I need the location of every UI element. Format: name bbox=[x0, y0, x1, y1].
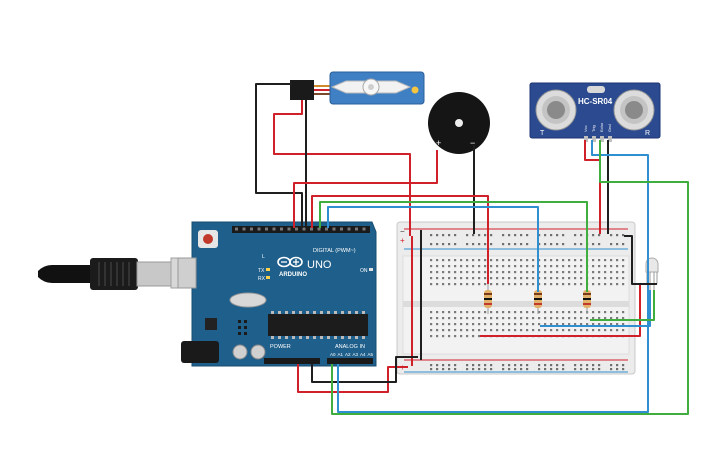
analog-pin-label-a3: A3 bbox=[353, 352, 359, 357]
usb-port bbox=[177, 257, 197, 289]
digital-header bbox=[232, 226, 370, 233]
on-label: ON bbox=[360, 268, 368, 274]
analog-pin-label-a4: A4 bbox=[360, 352, 366, 357]
arduino-board[interactable]: DIGITAL (PWM~) ARDUINO UNO TX RX L ON PO… bbox=[177, 221, 377, 367]
breadboard-center-channel bbox=[403, 301, 629, 307]
arduino-logo-icon bbox=[277, 256, 303, 268]
rx-led bbox=[266, 276, 270, 279]
top-rail-plus-label: + bbox=[400, 236, 405, 245]
tx-label: TX bbox=[258, 268, 265, 274]
wire-blue-d-pin[interactable] bbox=[327, 206, 539, 292]
icsp-header bbox=[238, 320, 247, 335]
sensor-pin-trig bbox=[592, 136, 596, 142]
voltage-regulator bbox=[205, 318, 217, 330]
analog-label: ANALOG IN bbox=[335, 344, 365, 350]
capacitor-2 bbox=[250, 344, 266, 360]
wire-servo-gnd[interactable] bbox=[255, 83, 303, 228]
wire-red-d-pin[interactable] bbox=[311, 195, 489, 284]
sensor-pin-label-vcc: Vcc bbox=[583, 125, 588, 132]
bottom-rail-holes bbox=[430, 364, 625, 371]
atmega-chip bbox=[268, 314, 368, 336]
reset-button[interactable] bbox=[203, 234, 213, 244]
wire-led-gnd[interactable] bbox=[624, 235, 657, 285]
sensor-pin-echo bbox=[600, 136, 604, 142]
wire-arduino-gnd[interactable] bbox=[311, 356, 418, 383]
wire-servo-vcc[interactable] bbox=[273, 100, 411, 236]
usb-cable[interactable] bbox=[38, 257, 196, 290]
power-label: POWER bbox=[270, 344, 291, 350]
buzzer-plus-label: + bbox=[436, 138, 441, 148]
wire-sensor-echo[interactable] bbox=[331, 140, 689, 415]
arduino-model: UNO bbox=[307, 259, 332, 271]
piezo-buzzer[interactable]: + − bbox=[428, 92, 490, 154]
l-label: L bbox=[262, 254, 265, 260]
sensor-crystal bbox=[587, 86, 605, 93]
digital-pins bbox=[235, 227, 366, 231]
sensor-r-mark: R bbox=[645, 130, 650, 137]
buzzer-minus-label: − bbox=[470, 138, 475, 148]
rx-label: RX bbox=[258, 276, 266, 282]
on-led bbox=[369, 268, 373, 271]
power-header bbox=[264, 358, 320, 364]
tx-led bbox=[266, 268, 270, 271]
wire-buzzer-plus[interactable] bbox=[293, 150, 438, 228]
sensor-label: HC-SR04 bbox=[578, 97, 613, 106]
arduino-brand: ARDUINO bbox=[279, 272, 307, 278]
servo-motor[interactable] bbox=[290, 71, 425, 105]
breadboard[interactable]: + − + bbox=[396, 221, 636, 375]
digital-label: DIGITAL (PWM~) bbox=[313, 248, 356, 254]
power-jack bbox=[181, 341, 219, 363]
wire-led-green[interactable] bbox=[590, 290, 655, 321]
capacitor-1 bbox=[232, 344, 248, 360]
analog-header bbox=[327, 358, 373, 364]
analog-pin-label-a2: A2 bbox=[345, 352, 351, 357]
servo-connector[interactable] bbox=[290, 80, 314, 100]
crystal bbox=[229, 292, 267, 308]
sensor-pin-gnd bbox=[608, 136, 612, 142]
wire-led-blue[interactable] bbox=[540, 290, 651, 327]
wire-sensor-vcc[interactable] bbox=[584, 140, 601, 234]
wire-arduino-5v[interactable] bbox=[297, 364, 408, 393]
resistor-1[interactable] bbox=[484, 284, 492, 314]
sensor-pin-label-echo: Echo bbox=[599, 122, 604, 132]
sensor-pin-label-trig: Trig bbox=[591, 125, 596, 132]
chip-pins bbox=[271, 311, 365, 339]
analog-pin-label-a5: A5 bbox=[368, 352, 374, 357]
wire-green-d-pin[interactable] bbox=[319, 201, 588, 292]
wires bbox=[255, 83, 689, 415]
sensor-pin-label-gnd: Gnd bbox=[607, 124, 612, 132]
sensor-t-mark: T bbox=[540, 130, 545, 137]
analog-pin-label-a1: A1 bbox=[338, 352, 344, 357]
sensor-pin-vcc bbox=[584, 136, 588, 142]
top-rail-minus-label: − bbox=[400, 227, 405, 236]
analog-pin-label-a0: A0 bbox=[330, 352, 336, 357]
